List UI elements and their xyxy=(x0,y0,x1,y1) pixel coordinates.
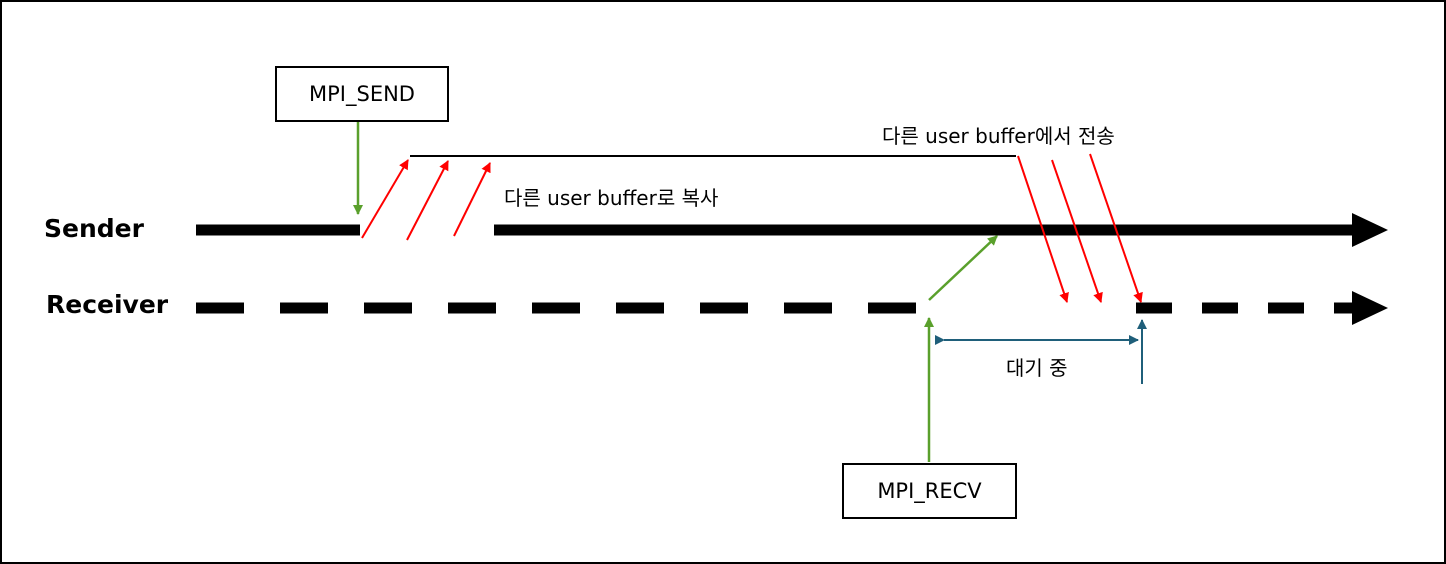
mpi-recv-box: MPI_RECV xyxy=(842,463,1017,519)
copy-note: 다른 user buffer로 복사 xyxy=(504,186,719,210)
recv-notify-arrow xyxy=(928,235,998,301)
transfer-note: 다른 user buffer에서 전송 xyxy=(882,124,1115,148)
sender-label: Sender xyxy=(44,214,144,243)
transfer-arrow-1 xyxy=(1017,155,1069,303)
transfer-arrow-2 xyxy=(1051,159,1103,303)
receiver-label: Receiver xyxy=(46,290,169,319)
mpi-send-label: MPI_SEND xyxy=(309,82,415,106)
copy-arrow-3 xyxy=(453,162,491,237)
waiting-note: 대기 중 xyxy=(1006,356,1068,380)
mpi-recv-label: MPI_RECV xyxy=(877,479,982,503)
copy-arrow-2 xyxy=(406,160,449,241)
sender-timeline-arrowhead xyxy=(1352,213,1388,247)
mpi-send-box: MPI_SEND xyxy=(275,66,449,122)
copy-arrow-1 xyxy=(361,159,409,239)
receiver-timeline-arrowhead xyxy=(1352,291,1388,325)
transfer-arrow-3 xyxy=(1089,153,1143,303)
